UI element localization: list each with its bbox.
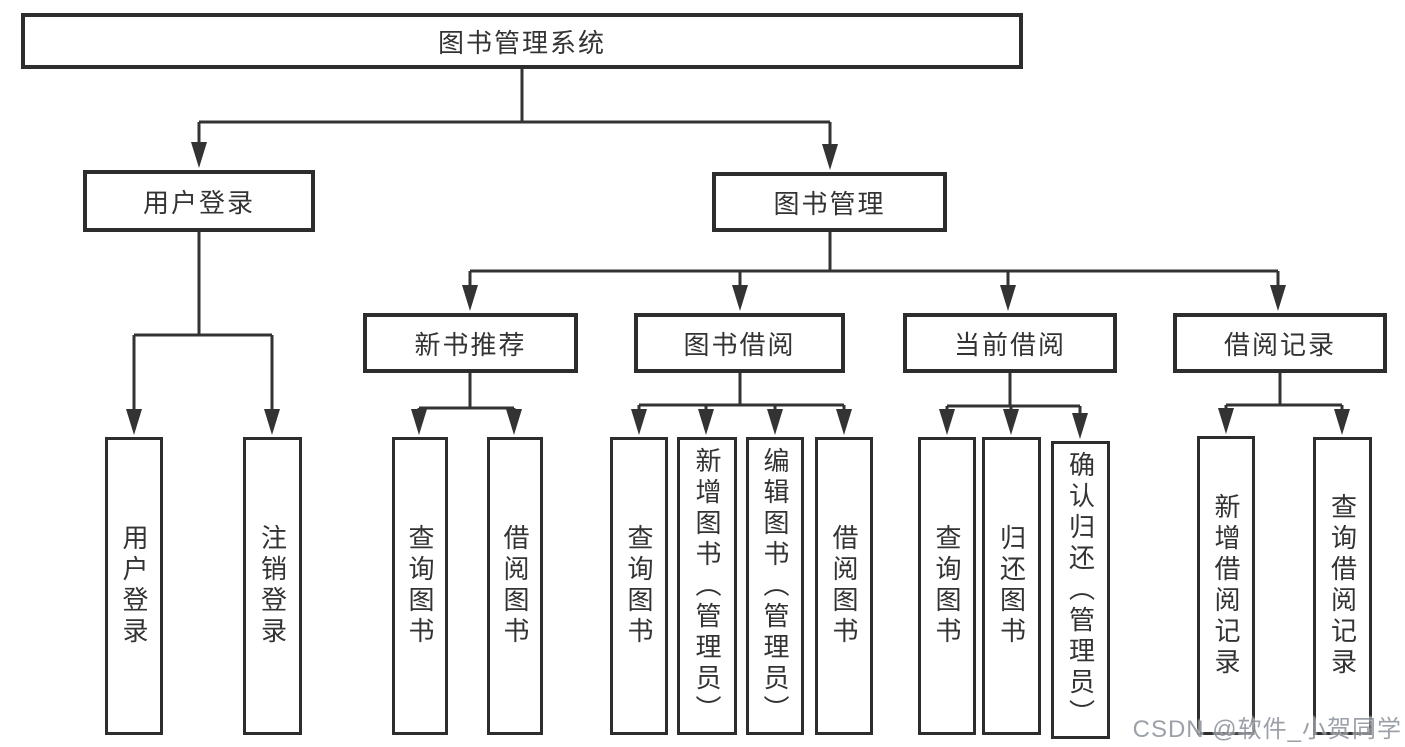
node-user-login-label: 用户登录: [142, 187, 255, 218]
leaf-return-books: 归还图书: [982, 437, 1041, 735]
leaf-add-borrow-record: 新增借阅记录: [1197, 436, 1255, 735]
leaf-return-books-label: 归还图书: [996, 524, 1027, 648]
node-new-book-recommend-label: 新书推荐: [414, 329, 527, 360]
leaf-logout: 注销登录: [243, 437, 302, 735]
leaf-confirm-return-admin: 确认归还（管理员）: [1051, 441, 1110, 739]
leaf-add-books-admin: 新增图书（管理员）: [677, 437, 737, 735]
leaf-borrow-query-books-label: 查询图书: [624, 524, 654, 648]
leaf-borrow-books-label: 借阅图书: [829, 524, 859, 648]
leaf-add-borrow-record-label: 新增借阅记录: [1211, 492, 1241, 679]
node-borrowing-records-label: 借阅记录: [1223, 329, 1336, 360]
leaf-confirm-return-admin-label: 确认归还（管理员）: [1065, 450, 1096, 730]
node-book-management: 图书管理: [712, 172, 947, 232]
node-current-borrowing-label: 当前借阅: [953, 329, 1066, 360]
node-book-borrowing-label: 图书借阅: [683, 329, 796, 360]
node-current-borrowing: 当前借阅: [903, 313, 1117, 373]
leaf-user-login-label: 用户登录: [119, 524, 149, 648]
leaf-newbook-borrow-books-label: 借阅图书: [500, 524, 530, 648]
node-book-borrowing: 图书借阅: [634, 313, 845, 373]
node-root-label: 图书管理系统: [437, 27, 606, 58]
node-book-management-label: 图书管理: [773, 188, 886, 219]
leaf-borrow-query-books: 查询图书: [610, 437, 668, 735]
leaf-newbook-query-books: 查询图书: [392, 437, 448, 735]
leaf-newbook-query-books-label: 查询图书: [405, 524, 435, 648]
node-root: 图书管理系统: [21, 13, 1023, 69]
leaf-user-login: 用户登录: [105, 437, 163, 735]
leaf-edit-books-admin-label: 编辑图书（管理员）: [760, 446, 790, 726]
leaf-newbook-borrow-books: 借阅图书: [487, 437, 543, 735]
leaf-query-borrow-record-label: 查询借阅记录: [1327, 493, 1358, 679]
leaf-current-query-books-label: 查询图书: [932, 524, 962, 648]
node-borrowing-records: 借阅记录: [1173, 313, 1387, 373]
leaf-edit-books-admin: 编辑图书（管理员）: [746, 437, 804, 735]
csdn-watermark: CSDN @软件_小贺同学: [1132, 716, 1402, 743]
leaf-add-books-admin-label: 新增图书（管理员）: [692, 446, 722, 726]
leaf-query-borrow-record: 查询借阅记录: [1313, 437, 1372, 735]
node-user-login: 用户登录: [83, 170, 315, 232]
leaf-current-query-books: 查询图书: [918, 437, 976, 735]
leaf-borrow-books: 借阅图书: [815, 437, 873, 735]
leaf-logout-label: 注销登录: [257, 524, 288, 648]
node-new-book-recommend: 新书推荐: [363, 313, 578, 373]
arrowheads: [126, 142, 1350, 439]
